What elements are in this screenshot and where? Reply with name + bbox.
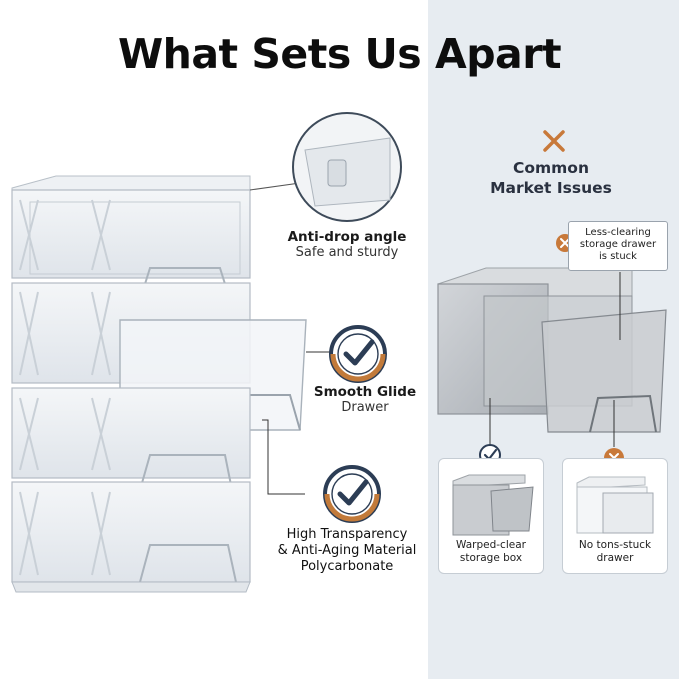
warped-box-illustration: [452, 474, 534, 536]
feature-title: Smooth Glide: [313, 384, 417, 400]
feature-title: Anti-drop angle: [287, 229, 407, 245]
page-title: What Sets Us Apart: [117, 30, 562, 78]
feature-line-1: High Transparency: [286, 527, 408, 542]
drawer-unit-4: [11, 481, 251, 593]
issues-title: Common Market Issues: [476, 158, 626, 198]
card-line-1: No tons-stuck: [578, 539, 652, 551]
feature-subtitle: Safe and sturdy: [295, 245, 399, 260]
feature-smooth-glide: Smooth Glide Drawer: [290, 384, 440, 416]
drawer-unit-3: [11, 387, 251, 491]
common-issues-panel: [428, 0, 679, 679]
feature-line-3: Polycarbonate: [300, 559, 394, 574]
callout-line-3: is stuck: [599, 251, 637, 262]
card-line-1: Warped-clear: [456, 539, 526, 551]
feature-subtitle: Drawer: [341, 400, 389, 415]
feature-transparency: High Transparency & Anti-Aging Material …: [262, 527, 432, 575]
zoom-circle-icon: [249, 112, 402, 222]
callout-line-1: Less-clearing: [585, 227, 651, 238]
check-badge-icon: [329, 325, 387, 383]
callout-line-2: storage drawer: [579, 239, 657, 250]
card-line-2: storage box: [459, 552, 523, 564]
drawer-unit-1: [11, 189, 251, 301]
check-badge-icon: [323, 465, 381, 523]
drawer-unit-2: [11, 282, 307, 431]
card-label: Warped-clear storage box: [439, 539, 543, 565]
feature-line-2: & Anti-Aging Material: [277, 543, 417, 558]
stuck-drawer-illustration: [576, 476, 654, 534]
issue-card-stuck: No tons-stuck drawer: [562, 458, 668, 574]
issues-title-line-2: Market Issues: [490, 179, 612, 197]
leader-line-transparency: [262, 419, 305, 495]
issues-title-line-1: Common: [512, 159, 589, 177]
feature-anti-drop: Anti-drop angle Safe and sturdy: [272, 229, 422, 261]
card-label: No tons-stuck drawer: [563, 539, 667, 565]
issue-card-warped: Warped-clear storage box: [438, 458, 544, 574]
stuck-drawer-callout: Less-clearing storage drawer is stuck: [568, 221, 668, 271]
stack-lid: [11, 175, 251, 201]
card-line-2: drawer: [596, 552, 634, 564]
